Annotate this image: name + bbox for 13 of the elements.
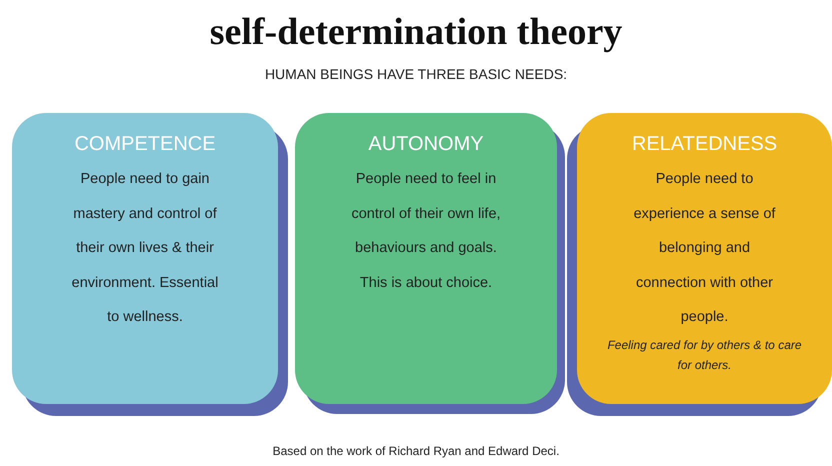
source-note: Based on the work of Richard Ryan and Edward Deci. xyxy=(272,444,560,458)
card-description: People need to gain mastery and control of their own lives & their environment. Essential to wellness. xyxy=(70,170,220,327)
card-heading: COMPETENCE xyxy=(73,133,217,156)
diagram-title: self-determination theory xyxy=(208,10,624,54)
subtitle: HUMAN BEINGS HAVE THREE BASIC NEEDS: xyxy=(264,66,568,82)
card-heading: AUTONOMY xyxy=(367,133,485,156)
card-heading: RELATEDNESS xyxy=(630,133,778,156)
card-description: People need to experience a sense of belonging and connection with other people. xyxy=(632,170,776,327)
need-card xyxy=(577,113,832,404)
card-description: People need to feel in control of their own life, behaviours and goals. This is about choice. xyxy=(351,170,501,292)
need-card xyxy=(295,113,557,404)
need-card xyxy=(12,113,278,404)
card-note: Feeling cared for by others & to care for others. xyxy=(606,336,803,374)
